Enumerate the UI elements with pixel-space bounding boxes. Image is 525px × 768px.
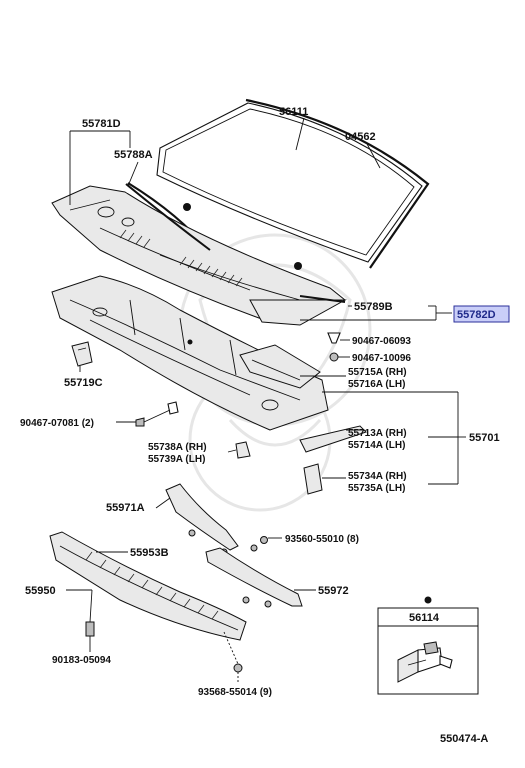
cowl-top-panel[interactable] xyxy=(51,275,329,431)
label-55782D[interactable]: 55782D xyxy=(457,309,496,321)
label-56114[interactable]: 56114 xyxy=(409,612,440,624)
label-90467-06093[interactable]: 90467-06093 xyxy=(352,336,411,347)
label-55950[interactable]: 55950 xyxy=(25,585,56,597)
label-55788A[interactable]: 55788A xyxy=(114,149,153,161)
label-56111[interactable]: 56111 xyxy=(279,106,308,118)
bracket-55734A[interactable] xyxy=(303,463,323,495)
part-labels: 55781D 55788A 56111 04562 55789B 55782D … xyxy=(20,106,510,698)
reinforcement-55971A[interactable] xyxy=(165,483,239,556)
cowl-lower-panel[interactable] xyxy=(49,531,247,641)
label-90467-10096[interactable]: 90467-10096 xyxy=(352,353,411,364)
label-55714A[interactable]: 55714A (LH) xyxy=(348,440,405,451)
bolt-90183-05094[interactable] xyxy=(85,621,95,637)
label-55734A[interactable]: 55734A (RH) xyxy=(348,471,407,482)
cowl-seal-strip[interactable] xyxy=(125,183,211,251)
highlight-box xyxy=(453,305,510,323)
label-90467-07081[interactable]: 90467-07081 (2) xyxy=(20,418,94,429)
label-93560-55010[interactable]: 93560-55010 (8) xyxy=(285,534,359,545)
clip-90467-10096[interactable] xyxy=(329,352,339,362)
clip-90467-06093[interactable] xyxy=(327,332,341,344)
label-55701[interactable]: 55701 xyxy=(469,432,500,444)
clip-56114-icon xyxy=(397,641,453,683)
bracket-55738A[interactable] xyxy=(235,441,251,459)
label-55781D[interactable]: 55781D xyxy=(82,118,121,130)
bolt-93560-55010[interactable] xyxy=(250,536,268,552)
label-55739A[interactable]: 55739A (LH) xyxy=(148,454,205,465)
bracket-55719C[interactable] xyxy=(71,341,93,367)
label-55738A[interactable]: 55738A (RH) xyxy=(148,442,207,453)
label-55953B[interactable]: 55953B xyxy=(130,547,169,559)
brace-55713A[interactable] xyxy=(299,425,367,453)
inset-box-56114[interactable]: 56114 xyxy=(377,596,479,695)
label-55972[interactable]: 55972 xyxy=(318,585,349,597)
screw-93568-55014[interactable] xyxy=(233,663,243,673)
windshield-glass[interactable] xyxy=(156,102,423,270)
label-55713A[interactable]: 55713A (RH) xyxy=(348,428,407,439)
label-90183-05094[interactable]: 90183-05094 xyxy=(52,655,111,666)
cowl-side-panel[interactable] xyxy=(239,344,321,389)
label-04562[interactable]: 04562 xyxy=(345,131,376,143)
label-55971A[interactable]: 55971A xyxy=(106,502,145,514)
clip-90467-07081[interactable] xyxy=(135,401,179,427)
label-55715A[interactable]: 55715A (RH) xyxy=(348,367,407,378)
label-55716A[interactable]: 55716A (LH) xyxy=(348,379,405,390)
cowl-louver-side[interactable] xyxy=(249,295,347,326)
label-93568-55014[interactable]: 93568-55014 (9) xyxy=(198,687,272,698)
label-55735A[interactable]: 55735A (LH) xyxy=(348,483,405,494)
leader-lines xyxy=(66,117,466,684)
label-55789B[interactable]: 55789B xyxy=(354,301,393,313)
reinforcement-55972[interactable] xyxy=(205,547,303,608)
diagram-code: 550474-A xyxy=(440,733,488,745)
label-55719C[interactable]: 55719C xyxy=(64,377,103,389)
